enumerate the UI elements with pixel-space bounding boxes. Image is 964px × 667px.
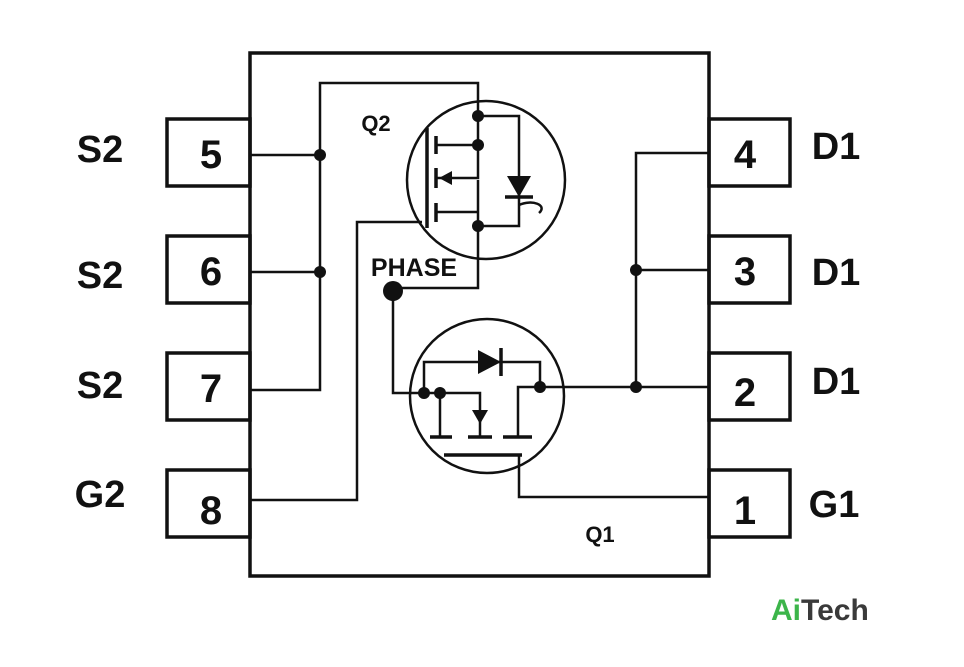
pin-label-5: S2 — [77, 129, 123, 171]
junction-dot — [472, 220, 484, 232]
pin-box-8 — [165, 468, 252, 539]
pin-label-7: S2 — [77, 365, 123, 407]
junction-dot — [472, 139, 484, 151]
watermark-tech: Tech — [801, 594, 869, 627]
watermark: AiTech — [771, 594, 869, 627]
wiring — [250, 81, 709, 502]
pin-box-6 — [165, 234, 252, 305]
wire-q2-phase — [393, 254, 480, 290]
pin-number-8: 8 — [200, 489, 222, 533]
junction-dot — [472, 110, 484, 122]
q1-label: Q1 — [585, 522, 614, 547]
junction-dot — [314, 149, 326, 161]
wire-g2 — [250, 220, 422, 502]
junction-dots — [314, 110, 642, 399]
q2-transistor — [405, 98, 567, 261]
q2-body-arrow — [439, 171, 452, 185]
pin-number-5: 5 — [200, 133, 222, 177]
q2-circle — [405, 99, 567, 261]
pin-label-1: G1 — [809, 484, 860, 526]
junction-dot — [630, 381, 642, 393]
pin-number-2: 2 — [734, 371, 756, 415]
pin-box-7 — [165, 351, 252, 422]
pin-number-4: 4 — [734, 133, 757, 177]
wire-g1 — [517, 455, 709, 499]
junction-dot — [314, 266, 326, 278]
q2-body-lead — [436, 145, 480, 180]
pin-number-3: 3 — [734, 250, 756, 294]
pin-label-2: D1 — [812, 361, 861, 403]
left-pins: 5 6 7 8 S2 S2 S2 G2 — [75, 117, 252, 539]
q1-body-arrow — [472, 410, 488, 424]
junction-dot — [418, 387, 430, 399]
junction-dot — [630, 264, 642, 276]
q2-diode-triangle — [507, 176, 531, 197]
pin-label-8: G2 — [75, 474, 126, 516]
pin-label-3: D1 — [812, 252, 861, 294]
q1-transistor — [408, 317, 566, 475]
q1-diode-triangle — [478, 350, 501, 374]
q1-body-lead — [440, 391, 482, 436]
pin-number-6: 6 — [200, 250, 222, 294]
right-pins: 4 3 2 1 D1 D1 D1 G1 — [707, 117, 861, 539]
q1-circle — [408, 317, 566, 475]
q2-diode-curl — [518, 201, 543, 214]
pin-label-6: S2 — [77, 255, 123, 297]
q2-label: Q2 — [361, 111, 390, 136]
junction-dot — [534, 381, 546, 393]
wire-s2-bus — [250, 81, 480, 392]
watermark-ai: Ai — [771, 594, 801, 627]
pin-number-1: 1 — [734, 489, 756, 533]
q2-diode-wire — [478, 114, 521, 228]
pin-box-1 — [707, 468, 792, 539]
pin-number-7: 7 — [200, 367, 222, 411]
pin-label-4: D1 — [812, 126, 861, 168]
pin-box-5 — [165, 117, 252, 188]
phase-label: PHASE — [371, 254, 457, 282]
phase-node-dot — [383, 281, 403, 301]
package-body — [248, 51, 711, 578]
junction-dot — [434, 387, 446, 399]
q1-drain-lead — [516, 385, 540, 436]
wire-d1-bus — [634, 151, 709, 387]
